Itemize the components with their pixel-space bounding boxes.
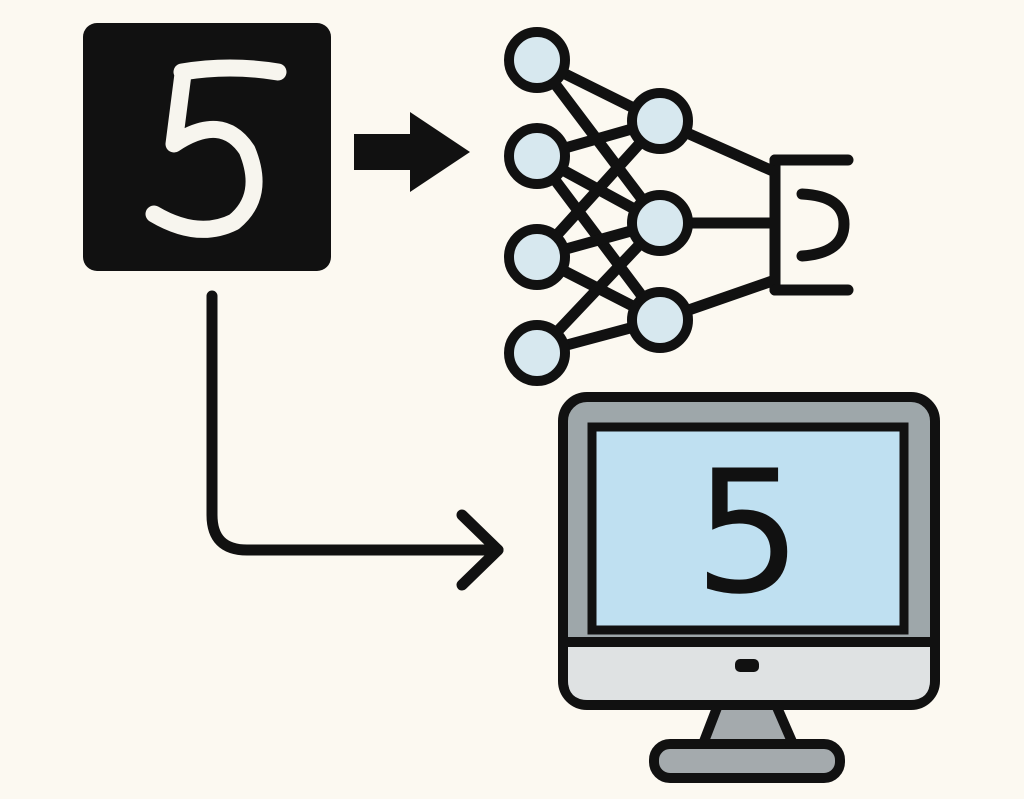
monitor-icon: 5 bbox=[558, 392, 940, 783]
input-image: 5 bbox=[83, 23, 331, 271]
network-node bbox=[627, 190, 693, 256]
monitor-screen bbox=[587, 422, 909, 635]
network-node bbox=[627, 88, 693, 154]
monitor-digit: 5 bbox=[694, 434, 802, 632]
power-indicator-icon bbox=[735, 659, 759, 672]
bent-arrow-icon bbox=[206, 290, 504, 591]
right-arrow-icon bbox=[354, 112, 470, 192]
monitor-base bbox=[649, 739, 845, 783]
monitor-stand bbox=[698, 700, 798, 749]
network-node bbox=[504, 224, 570, 290]
network-node bbox=[504, 320, 570, 386]
neural-network-icon bbox=[504, 27, 854, 386]
input-handwritten-digit bbox=[145, 59, 287, 238]
network-node bbox=[627, 287, 693, 353]
input-image-tile bbox=[83, 23, 331, 271]
network-node bbox=[504, 27, 570, 93]
input-layer bbox=[504, 27, 570, 386]
network-output-unit bbox=[769, 154, 854, 296]
hidden-layer bbox=[627, 88, 693, 353]
network-node bbox=[504, 123, 570, 189]
